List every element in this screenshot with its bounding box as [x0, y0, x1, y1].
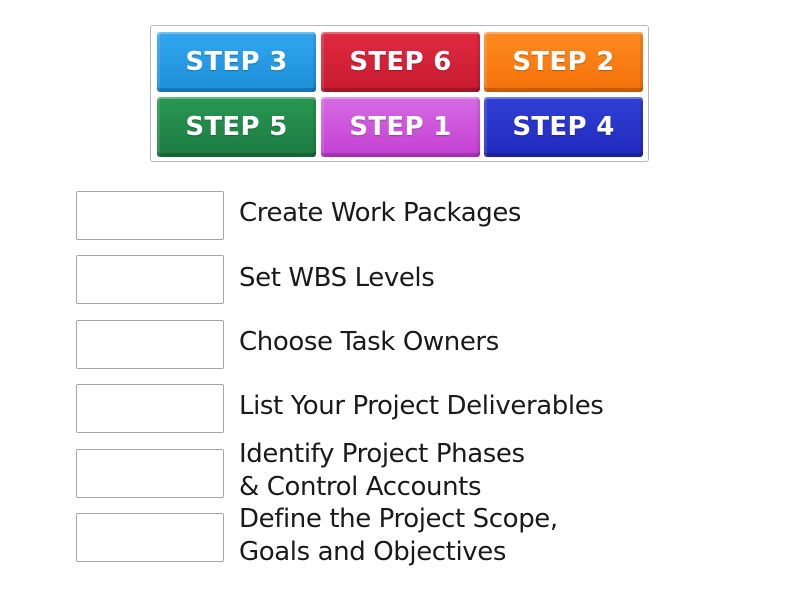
label-line-1: Identify Project Phases [239, 439, 525, 469]
target-label-2: Set WBS Levels [239, 262, 435, 295]
target-label-1: Create Work Packages [239, 197, 521, 230]
label-text: List Your Project Deliverables [239, 391, 604, 421]
target-label-6: Define the Project Scope, Goals and Obje… [239, 503, 558, 569]
drop-slot-4[interactable] [76, 384, 224, 433]
drop-slot-3[interactable] [76, 320, 224, 369]
answer-tile-tray: STEP 3 STEP 6 STEP 2 STEP 5 STEP 1 STEP … [150, 25, 649, 162]
drop-slot-1[interactable] [76, 191, 224, 240]
tile-step-3[interactable]: STEP 3 [157, 32, 316, 92]
drop-slot-5[interactable] [76, 449, 224, 498]
label-line-2: Goals and Objectives [239, 537, 507, 567]
tile-step-2[interactable]: STEP 2 [484, 32, 643, 92]
target-label-5: Identify Project Phases & Control Accoun… [239, 438, 525, 504]
tile-step-1[interactable]: STEP 1 [321, 97, 480, 157]
tile-step-5[interactable]: STEP 5 [157, 97, 316, 157]
tile-step-6[interactable]: STEP 6 [321, 32, 480, 92]
label-text: Create Work Packages [239, 198, 522, 228]
tile-step-4[interactable]: STEP 4 [484, 97, 643, 157]
label-text: Choose Task Owners [239, 327, 499, 357]
label-line-2: & Control Accounts [239, 472, 482, 502]
drop-slot-2[interactable] [76, 255, 224, 304]
drop-slot-6[interactable] [76, 513, 224, 562]
target-label-3: Choose Task Owners [239, 326, 499, 359]
label-text: Set WBS Levels [239, 263, 435, 293]
target-label-4: List Your Project Deliverables [239, 390, 604, 423]
label-line-1: Define the Project Scope, [239, 504, 558, 534]
